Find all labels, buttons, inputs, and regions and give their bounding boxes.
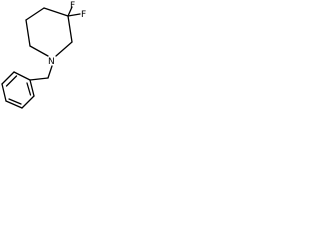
structure-canvas: N F F: [0, 0, 96, 112]
bond-c5-c6: [25, 19, 31, 47]
bond-n1-ch2: [47, 65, 53, 79]
bond-ar4-ar5: [5, 100, 23, 109]
bond-c3-f1: [67, 6, 73, 17]
atom-f2: F: [81, 10, 86, 20]
bond-n1-c2: [55, 41, 73, 57]
bond-c3-c4: [43, 7, 69, 17]
bond-ar1-ar2: [13, 71, 31, 81]
bond-ar6-ar1: [29, 79, 35, 97]
molecule-diagram: N F F: [1, 1, 86, 109]
aromatic-line-3: [26, 82, 32, 96]
bond-c2-c3: [67, 15, 73, 43]
bond-ar3-ar4: [1, 83, 7, 102]
bond-c3-f2: [67, 13, 81, 17]
aromatic-line-2: [8, 98, 22, 105]
atom-n1: N: [48, 57, 55, 67]
bond-c6-n1: [29, 45, 49, 57]
bond-ar5-ar6: [21, 95, 35, 109]
bond-ch2-ph: [29, 77, 49, 81]
bond-ar2-ar3: [1, 71, 15, 85]
bond-c4-c5: [25, 7, 45, 21]
atom-f1: F: [70, 1, 75, 11]
aromatic-line-1: [5, 75, 18, 87]
